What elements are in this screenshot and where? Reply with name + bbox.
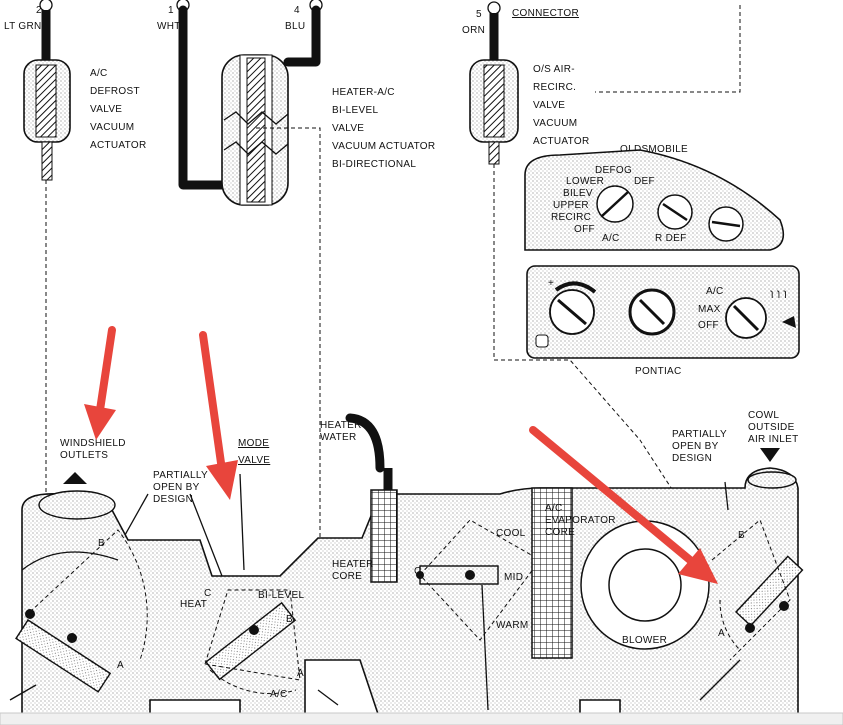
pin-4-label: 4 (294, 5, 300, 16)
left-act-line-1: A/C (90, 68, 108, 79)
windshield-line-1: WINDSHIELD (60, 438, 126, 449)
olds-pos-off: OFF (574, 224, 595, 235)
fan-plus-icon: + (548, 278, 554, 289)
recirc-icon (535, 334, 549, 348)
right-act-line-1: O/S AIR- (533, 64, 575, 75)
heater-core-line-1: HEATER (332, 559, 374, 570)
windshield-outlet-arrow-icon (63, 472, 87, 484)
cowl-inlet-arrow-icon (760, 448, 780, 462)
heater-core (370, 489, 398, 583)
heater-water-line-2: WATER (320, 432, 357, 443)
olds-pos-recirc: RECIRC (551, 212, 591, 223)
warm-label: WARM (496, 620, 529, 631)
cowl-line-1: COWL (748, 410, 779, 421)
red-arrow-mode-valve (199, 331, 238, 500)
ac-mode-label: A/C (270, 689, 288, 700)
oldsmobile-label: OLDSMOBILE (620, 144, 688, 155)
recirc-door-b: B (738, 530, 745, 541)
olds-rdef-label: R DEF (655, 233, 687, 244)
pontiac-pos-off: OFF (698, 320, 719, 331)
right-act-line-2: RECIRC. (533, 82, 576, 93)
pin-2-label: 2 (36, 5, 42, 16)
pin-1-label: 1 (168, 5, 174, 16)
pontiac-label: PONTIAC (635, 366, 682, 377)
mode-label: MODE (238, 438, 269, 449)
red-arrow-recirc (529, 426, 718, 584)
defrost-icon (782, 316, 796, 328)
left-act-line-4: VACUUM (90, 122, 134, 133)
valve-label: VALVE (238, 455, 270, 466)
partial-right-line-2: OPEN BY (672, 441, 719, 452)
blower-wheel (608, 548, 682, 622)
mid-act-line-1: HEATER-A/C (332, 87, 395, 98)
cool-label: COOL (496, 528, 526, 539)
mid-act-line-5: BI-DIRECTIONAL (332, 159, 416, 170)
partial-left-line-3: DESIGN (153, 494, 193, 505)
mid-act-line-2: BI-LEVEL (332, 105, 378, 116)
heater-water-line-1: HEATER (320, 420, 362, 431)
mid-act-line-3: VALVE (332, 123, 364, 134)
mode-door-b: B (286, 614, 293, 625)
right-act-line-3: VALVE (533, 100, 565, 111)
right-act-line-5: ACTUATOR (533, 136, 589, 147)
olds-pos-defog: DEFOG (595, 165, 632, 176)
pin-5-label: 5 (476, 9, 482, 20)
mode-door-c: C (204, 588, 212, 599)
temp-door-c: C (414, 566, 422, 577)
olds-pos-bilev: BILEV (563, 188, 593, 199)
left-act-line-3: VALVE (90, 104, 122, 115)
pontiac-pos-ac: A/C (706, 286, 724, 297)
blu-wire-label: BLU (285, 21, 305, 32)
bilevel-label: BI-LEVEL (258, 590, 304, 601)
duct-labels: WINDSHIELD OUTLETS PARTIALLY OPEN BY DES… (60, 410, 799, 700)
evap-line-2: EVAPORATOR (545, 515, 616, 526)
cowl-line-3: AIR INLET (748, 434, 799, 445)
olds-pos-lower: LOWER (566, 176, 604, 187)
left-act-line-5: ACTUATOR (90, 140, 146, 151)
partial-right-line-1: PARTIALLY (672, 429, 727, 440)
right-act-line-4: VACUUM (533, 118, 577, 129)
bilevel-valve-actuator: 1 WHT 4 BLU HEATER-A/C BI-LEVEL VALVE VA… (157, 0, 435, 582)
blower-label: BLOWER (622, 635, 667, 646)
left-door-b: B (98, 538, 105, 549)
left-act-line-2: DEFROST (90, 86, 140, 97)
mode-tick-icons: ɿ ɿ ɿ (770, 288, 787, 299)
wht-wire-label: WHT (157, 21, 181, 32)
bottom-scrollbar[interactable] (0, 712, 843, 725)
windshield-line-2: OUTLETS (60, 450, 108, 461)
red-arrow-windshield (84, 326, 116, 440)
mid-label: MID (504, 572, 523, 583)
evap-line-3: CORE (545, 527, 575, 538)
lt-grn-wire-label: LT GRN (4, 21, 42, 32)
evap-line-1: A/C (545, 503, 563, 514)
olds-pos-ac: A/C (602, 233, 620, 244)
left-door-a: A (117, 660, 124, 671)
partial-right-line-3: DESIGN (672, 453, 712, 464)
cowl-line-2: OUTSIDE (748, 422, 795, 433)
recirc-valve-actuator: 5 ORN CONNECTOR O/S AIR- RECIRC. VALVE V… (462, 1, 741, 561)
pontiac-control-panel: + A/C MAX OFF ɿ ɿ ɿ PONTIAC (526, 265, 800, 377)
pontiac-pos-max: MAX (698, 304, 721, 315)
mid-act-line-4: VACUUM ACTUATOR (332, 141, 435, 152)
olds-pos-def: DEF (634, 176, 655, 187)
oldsmobile-control-panel: OLDSMOBILE DEFOG LOWER DEF BILEV UPPER R… (524, 144, 785, 251)
partial-left-line-1: PARTIALLY (153, 470, 208, 481)
heater-core-line-2: CORE (332, 571, 362, 582)
orn-wire-label: ORN (462, 25, 485, 36)
mode-door-a: A (297, 668, 304, 679)
connector-label: CONNECTOR (512, 8, 579, 19)
heat-label: HEAT (180, 599, 207, 610)
recirc-door-a: A (718, 628, 725, 639)
annotation-arrows (84, 326, 718, 584)
partial-left-line-2: OPEN BY (153, 482, 200, 493)
ac-evaporator-core (531, 487, 573, 659)
olds-pos-upper: UPPER (553, 200, 589, 211)
